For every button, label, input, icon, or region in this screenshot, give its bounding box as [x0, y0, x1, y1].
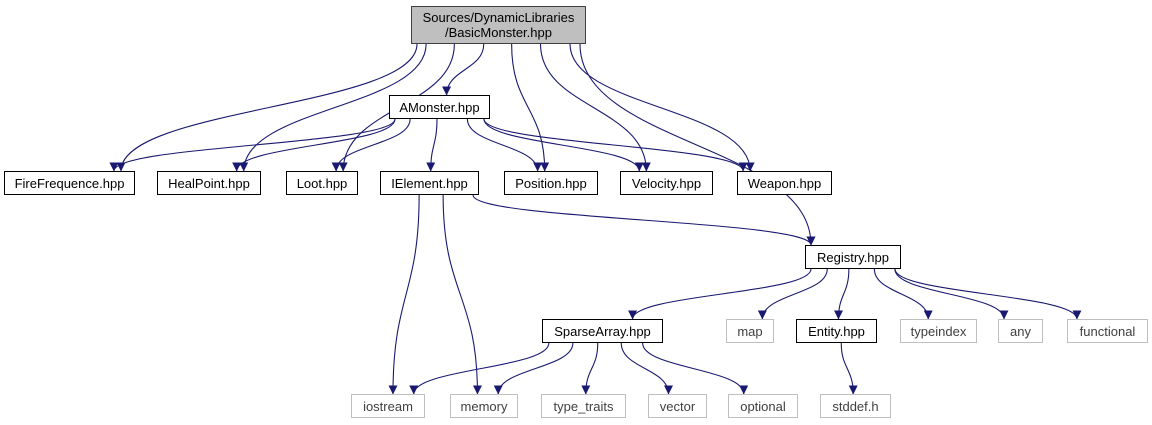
edge-amonster-to-ielement — [426, 118, 438, 172]
edge-sparsearray-to-iostream — [409, 342, 550, 395]
edge-entity-to-stddef — [840, 342, 858, 395]
edge-basic_monster-to-weapon — [569, 43, 755, 172]
node-velocity-hpp[interactable]: Velocity.hpp — [620, 171, 713, 195]
node-amonster-hpp[interactable]: AMonster.hpp — [389, 95, 490, 119]
edge-registry-to-sparsearray — [628, 268, 812, 320]
edge-basic_monster-to-firefrequence — [116, 43, 418, 172]
node-typeindex: typeindex — [900, 319, 977, 343]
edge-amonster-to-velocity — [483, 118, 644, 172]
node-functional: functional — [1067, 319, 1148, 343]
edge-sparsearray-to-type_traits — [581, 342, 599, 395]
edge-basic_monster-to-registry — [579, 43, 816, 246]
edge-amonster-to-firefrequence — [109, 118, 396, 172]
edge-amonster-to-weapon — [483, 118, 748, 172]
edge-ielement-to-iostream — [388, 194, 420, 395]
node-ielement-hpp[interactable]: IElement.hpp — [380, 171, 479, 195]
edge-registry-to-map — [757, 268, 828, 320]
node-position-hpp[interactable]: Position.hpp — [504, 171, 598, 195]
edge-amonster-to-position — [466, 118, 543, 172]
edge-registry-to-any — [894, 268, 1009, 320]
edge-basic_monster-to-position — [511, 43, 550, 172]
node-registry-hpp[interactable]: Registry.hpp — [805, 245, 901, 269]
node-iostream: iostream — [351, 394, 425, 418]
node-firefrequence-hpp[interactable]: FireFrequence.hpp — [4, 171, 135, 195]
edge-registry-to-entity — [833, 268, 850, 320]
edge-registry-to-typeindex — [873, 268, 933, 320]
node-loot-hpp[interactable]: Loot.hpp — [286, 171, 358, 195]
edge-sparsearray-to-vector — [620, 342, 673, 395]
edge-ielement-to-memory — [442, 194, 482, 395]
node-memory: memory — [450, 394, 518, 418]
edge-basic_monster-to-velocity — [539, 43, 651, 172]
node-entity-hpp[interactable]: Entity.hpp — [796, 319, 877, 343]
node-any: any — [998, 319, 1043, 343]
node-sparsearray-hpp[interactable]: SparseArray.hpp — [542, 319, 663, 343]
edge-sparsearray-to-memory — [493, 342, 574, 395]
edge-ielement-to-registry — [472, 194, 816, 246]
edge-sparsearray-to-optional — [642, 342, 749, 395]
node-optional: optional — [728, 394, 798, 418]
node-healpoint-hpp[interactable]: HealPoint.hpp — [157, 171, 261, 195]
node-stddef-h: stddef.h — [820, 394, 891, 418]
edge-registry-to-functional — [894, 268, 1082, 320]
node-weapon-hpp[interactable]: Weapon.hpp — [737, 171, 832, 195]
edge-amonster-to-healpoint — [232, 118, 396, 172]
node-type-traits: type_traits — [541, 394, 626, 418]
node-basic-monster-hpp[interactable]: Sources/DynamicLibraries /BasicMonster.h… — [411, 6, 586, 44]
node-vector: vector — [648, 394, 707, 418]
edge-amonster-to-loot — [331, 118, 411, 172]
edge-basic_monster-to-healpoint — [239, 43, 427, 172]
node-map: map — [726, 319, 774, 343]
edge-basic_monster-to-amonster — [442, 43, 485, 96]
